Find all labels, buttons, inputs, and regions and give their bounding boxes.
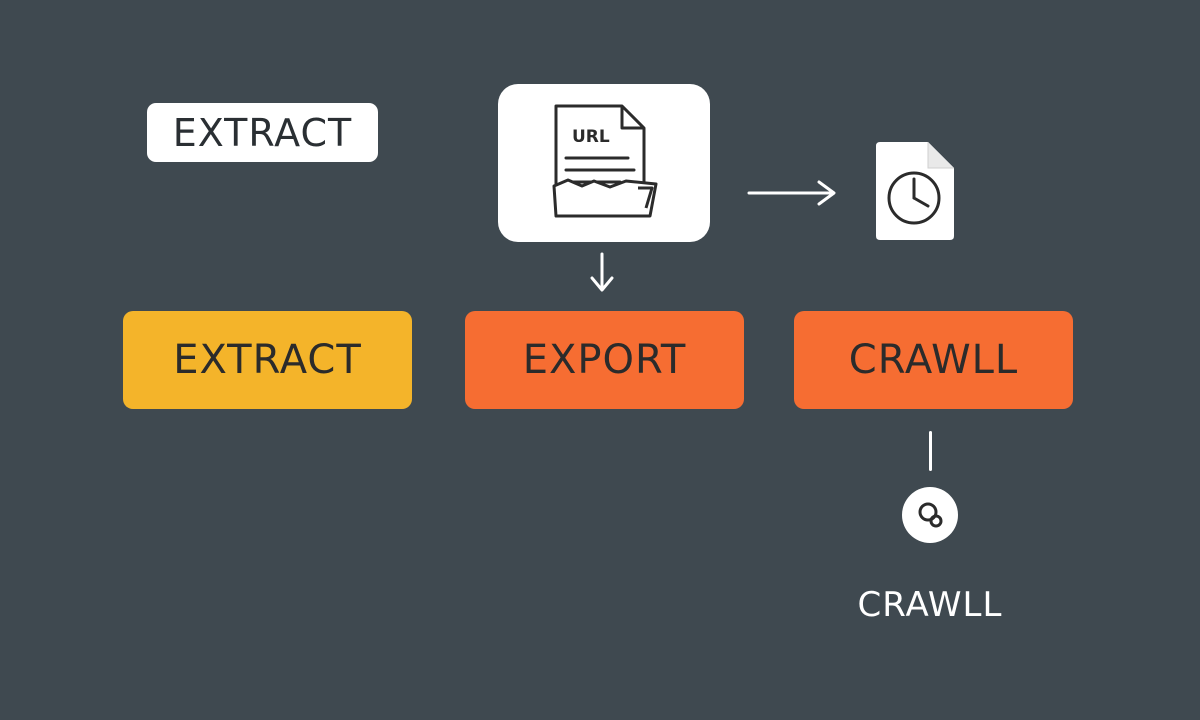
crawl-node[interactable] <box>902 487 958 543</box>
search-bubbles-icon <box>918 502 943 528</box>
url-document-card: URL <box>498 84 710 242</box>
url-document-folder-icon: URL <box>552 104 658 218</box>
step-extract-label: EXTRACT <box>173 337 362 383</box>
crawl-node-label: CRAWLL <box>857 585 1003 625</box>
step-export-label: EXPORT <box>522 337 687 383</box>
step-export[interactable]: EXPORT <box>465 311 744 409</box>
extract-tag: EXTRACT <box>147 103 378 162</box>
arrow-right-icon <box>747 180 836 206</box>
step-extract[interactable]: EXTRACT <box>123 311 412 409</box>
url-doc-text: URL <box>572 127 610 147</box>
extract-tag-label: EXTRACT <box>172 110 353 155</box>
arrow-down-icon <box>590 252 614 292</box>
step-crawl-label: CRAWLL <box>848 337 1019 383</box>
clock-document-icon <box>876 142 954 240</box>
connector-line <box>929 431 932 471</box>
step-crawl[interactable]: CRAWLL <box>794 311 1073 409</box>
